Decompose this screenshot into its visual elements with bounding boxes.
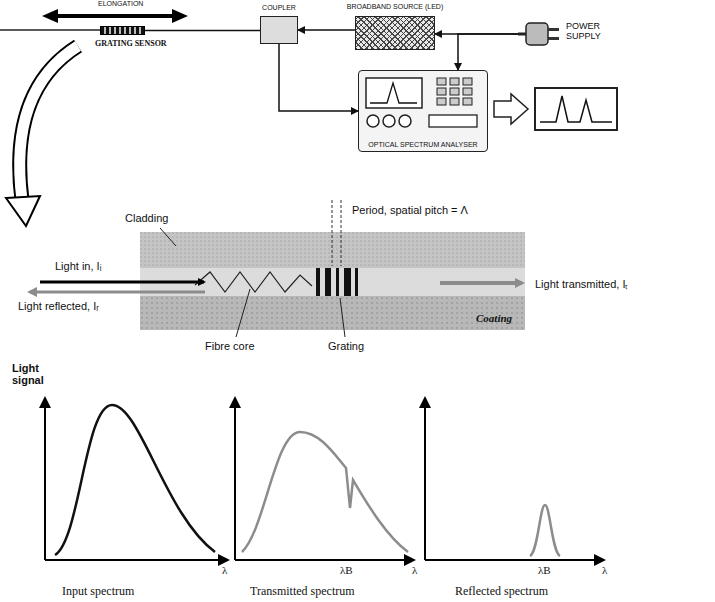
drawing-part (55, 14, 175, 18)
plug-icon (518, 18, 562, 50)
drawing-part (242, 432, 408, 552)
power-plug: POWER SUPPLY (518, 18, 630, 50)
drawing-part (530, 505, 560, 556)
drawing-part (540, 96, 612, 122)
axis-label: λB (340, 564, 353, 576)
signal-line (458, 34, 518, 70)
drawing-part (229, 396, 241, 408)
signal-label: Light transmitted, Iₜ (535, 276, 629, 291)
drawing-part (316, 268, 320, 296)
drawing-part (44, 404, 46, 560)
drawing-part (140, 296, 525, 330)
axis-label: Light signal (12, 362, 62, 386)
drawing-part (39, 396, 606, 566)
motion-label: ELONGATION (98, 0, 143, 7)
plot-caption: Transmitted spectrum (250, 584, 355, 599)
axis-label: λ (222, 564, 227, 576)
component-label: BROADBAND SOURCE (LED) (347, 3, 443, 10)
drawing-part (0, 29, 100, 31)
plot-caption: Reflected spectrum (455, 584, 548, 599)
spectrum-analyser: OPTICAL SPECTRUM ANALYSER (358, 70, 488, 152)
drawing-part (42, 9, 58, 23)
drawing-part (160, 228, 176, 246)
drawing-part (6, 196, 40, 226)
axis-label: λ (602, 564, 607, 576)
drawing-part (332, 200, 333, 266)
drawing-part (236, 289, 250, 337)
drawing-part (336, 268, 339, 296)
drawing-part (235, 559, 408, 561)
drawing-part (425, 559, 598, 561)
drawing-part (535, 88, 617, 130)
drawing-part (40, 281, 204, 284)
signal-line (298, 29, 355, 31)
led-source: BROADBAND SOURCE (LED) (355, 16, 435, 50)
part-label: Grating (328, 340, 364, 352)
drawing-part (419, 396, 431, 408)
drawing-part (45, 559, 222, 561)
drawing-part (45, 404, 598, 560)
drawing-part (341, 200, 342, 266)
drawing-part (355, 268, 358, 296)
axis-label: λ (412, 564, 417, 576)
drawing-part (195, 272, 312, 292)
component-label: OPTICAL SPECTRUM ANALYSER (368, 141, 477, 148)
drawing-part (20, 46, 78, 200)
drawing-part (440, 281, 522, 285)
drawing-part (39, 396, 51, 408)
drawing-part (340, 298, 345, 337)
signal-line (145, 30, 260, 32)
part-label: Fibre core (205, 340, 255, 352)
drawing-part (20, 46, 78, 200)
component-label: COUPLER (262, 4, 296, 11)
drawing-part (325, 268, 331, 296)
sensor-label: GRATING SENSOR (95, 39, 167, 48)
drawing-part (172, 9, 188, 23)
drawing-part (344, 268, 351, 296)
signal-label: Light in, Iᵢ (55, 260, 101, 272)
coupler-box: COUPLER (260, 16, 298, 44)
dimension-label: Period, spatial pitch = Λ (352, 204, 468, 216)
drawing-part (55, 405, 215, 555)
signal-label: Light reflected, Iᵣ (18, 300, 99, 312)
signal-line (279, 44, 358, 111)
drawing-part (494, 94, 528, 124)
component-label: POWER SUPPLY (566, 22, 626, 42)
part-label: Coating (476, 312, 512, 324)
axis-label: λB (538, 564, 551, 576)
drawing-part (424, 404, 426, 560)
drawing-part (234, 404, 236, 560)
drawing-part (30, 291, 205, 294)
grating-sensor: GRATING SENSOR (100, 26, 145, 35)
part-label: Cladding (125, 212, 168, 224)
analyser-panel (359, 71, 486, 135)
plot-caption: Input spectrum (62, 584, 134, 599)
